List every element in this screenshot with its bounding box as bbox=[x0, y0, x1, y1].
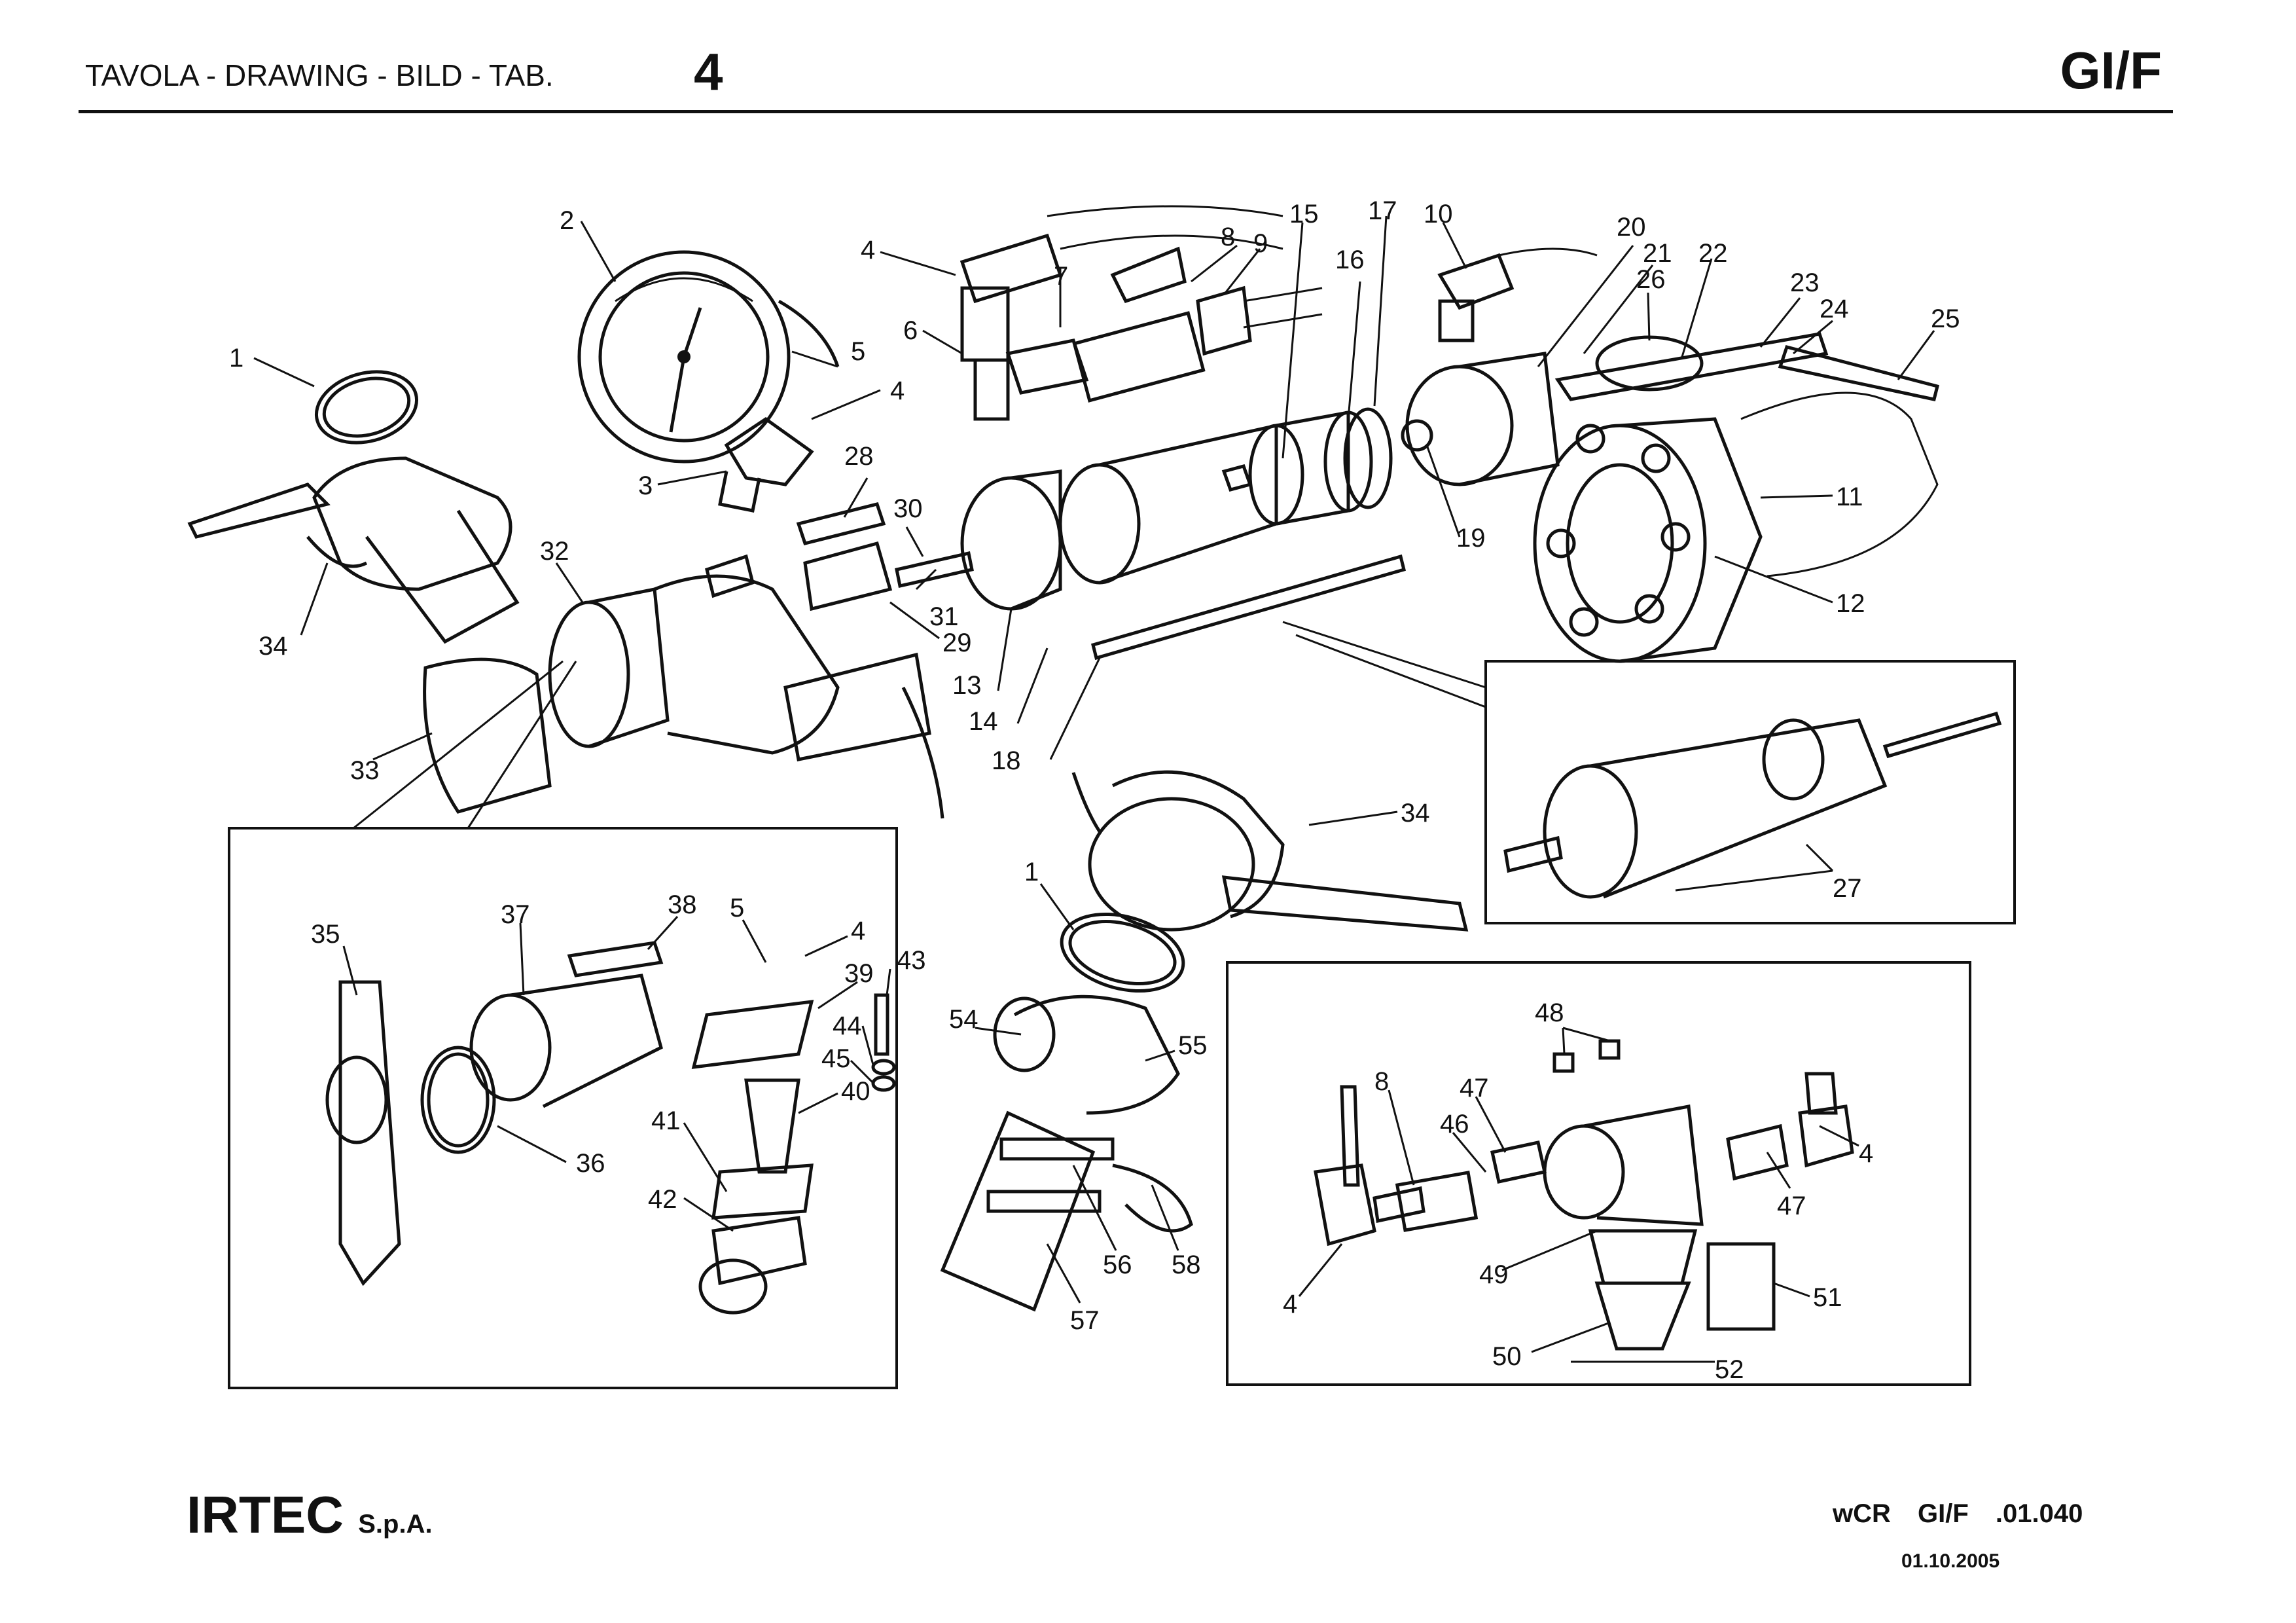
callout-44: 44 bbox=[833, 1012, 862, 1040]
callout-31: 31 bbox=[929, 602, 959, 631]
callout-10: 10 bbox=[1424, 200, 1453, 228]
callout-49: 49 bbox=[1479, 1260, 1509, 1289]
company-brand: IRTEC S.p.A. bbox=[187, 1485, 433, 1545]
callout-47-left: 47 bbox=[1460, 1074, 1489, 1103]
callout-36: 36 bbox=[576, 1149, 605, 1178]
document-code: wCR GI/F .01.040 bbox=[1833, 1499, 2083, 1528]
document-date: 01.10.2005 bbox=[1901, 1550, 2000, 1572]
model-code: GI/F bbox=[2060, 41, 2162, 100]
callout-4-box-right: 4 bbox=[1859, 1139, 1873, 1168]
detail-box-left bbox=[228, 827, 898, 1389]
callout-28: 28 bbox=[844, 442, 874, 471]
header-rule bbox=[79, 110, 2173, 113]
callout-56: 56 bbox=[1103, 1250, 1132, 1279]
callout-4-gauge: 4 bbox=[890, 376, 905, 405]
callout-29: 29 bbox=[942, 629, 972, 657]
callout-11: 11 bbox=[1836, 483, 1863, 511]
callout-38: 38 bbox=[668, 890, 697, 919]
callout-32: 32 bbox=[540, 537, 569, 566]
company-name: IRTEC bbox=[187, 1486, 344, 1544]
callout-7: 7 bbox=[1054, 262, 1068, 291]
part-drawings bbox=[187, 205, 2002, 1351]
callout-35: 35 bbox=[311, 920, 340, 949]
callout-57: 57 bbox=[1070, 1306, 1100, 1335]
callout-39: 39 bbox=[844, 959, 874, 988]
callout-27: 27 bbox=[1833, 874, 1862, 903]
callout-1-upper: 1 bbox=[229, 344, 243, 373]
callout-13: 13 bbox=[952, 671, 982, 700]
callout-20: 20 bbox=[1617, 213, 1646, 242]
callout-46: 46 bbox=[1440, 1110, 1469, 1139]
callout-47-right: 47 bbox=[1777, 1192, 1806, 1220]
callout-55: 55 bbox=[1178, 1031, 1208, 1060]
company-suffix: S.p.A. bbox=[358, 1510, 433, 1539]
callout-17: 17 bbox=[1368, 196, 1397, 225]
detail-box-filter bbox=[1226, 961, 1971, 1386]
callout-34-upper: 34 bbox=[259, 632, 288, 661]
callout-41: 41 bbox=[651, 1106, 681, 1135]
callout-4-top: 4 bbox=[861, 236, 875, 264]
callout-23: 23 bbox=[1790, 268, 1820, 297]
callout-18: 18 bbox=[992, 746, 1021, 775]
callout-34-lower: 34 bbox=[1401, 799, 1430, 828]
callout-40: 40 bbox=[841, 1077, 870, 1106]
callout-37: 37 bbox=[501, 900, 530, 929]
leader-lines bbox=[253, 215, 1935, 1363]
callout-4-box-left: 4 bbox=[1283, 1290, 1297, 1319]
callout-26: 26 bbox=[1636, 265, 1666, 294]
callout-45: 45 bbox=[821, 1044, 851, 1073]
callout-19: 19 bbox=[1456, 524, 1486, 553]
callout-33: 33 bbox=[350, 756, 380, 785]
callout-48: 48 bbox=[1535, 998, 1564, 1027]
callout-25: 25 bbox=[1931, 304, 1960, 333]
callout-50: 50 bbox=[1492, 1342, 1522, 1371]
detail-box-cylinder bbox=[1484, 660, 2016, 924]
callout-3: 3 bbox=[638, 471, 653, 500]
callout-5: 5 bbox=[851, 337, 865, 366]
table-number: 4 bbox=[694, 43, 723, 101]
callout-54: 54 bbox=[949, 1005, 978, 1034]
callout-4-box: 4 bbox=[851, 917, 865, 945]
callout-51: 51 bbox=[1813, 1283, 1842, 1312]
callout-9: 9 bbox=[1253, 229, 1268, 258]
callout-8-box: 8 bbox=[1374, 1067, 1389, 1096]
drawing-title: TAVOLA - DRAWING - BILD - TAB. bbox=[85, 58, 554, 92]
callout-1-lower: 1 bbox=[1024, 858, 1039, 886]
callout-21: 21 bbox=[1643, 239, 1672, 268]
callout-2: 2 bbox=[560, 206, 574, 235]
detail-boxes bbox=[228, 621, 2016, 1389]
callout-43: 43 bbox=[897, 946, 926, 975]
callout-14: 14 bbox=[969, 707, 998, 736]
callout-8: 8 bbox=[1221, 223, 1235, 251]
callout-15: 15 bbox=[1289, 200, 1319, 228]
callout-30: 30 bbox=[893, 494, 923, 523]
callout-24: 24 bbox=[1820, 295, 1849, 323]
callout-6: 6 bbox=[903, 316, 918, 345]
callout-58: 58 bbox=[1172, 1250, 1201, 1279]
callout-labels: 1 2 3 4 5 4 6 4 7 8 9 15 17 10 16 20 21 … bbox=[229, 196, 1960, 1384]
callout-12: 12 bbox=[1836, 589, 1865, 618]
callout-42: 42 bbox=[648, 1185, 677, 1214]
callout-22: 22 bbox=[1698, 239, 1728, 268]
callout-16: 16 bbox=[1335, 246, 1365, 274]
callout-52: 52 bbox=[1715, 1355, 1744, 1384]
callout-5-box: 5 bbox=[730, 894, 744, 922]
